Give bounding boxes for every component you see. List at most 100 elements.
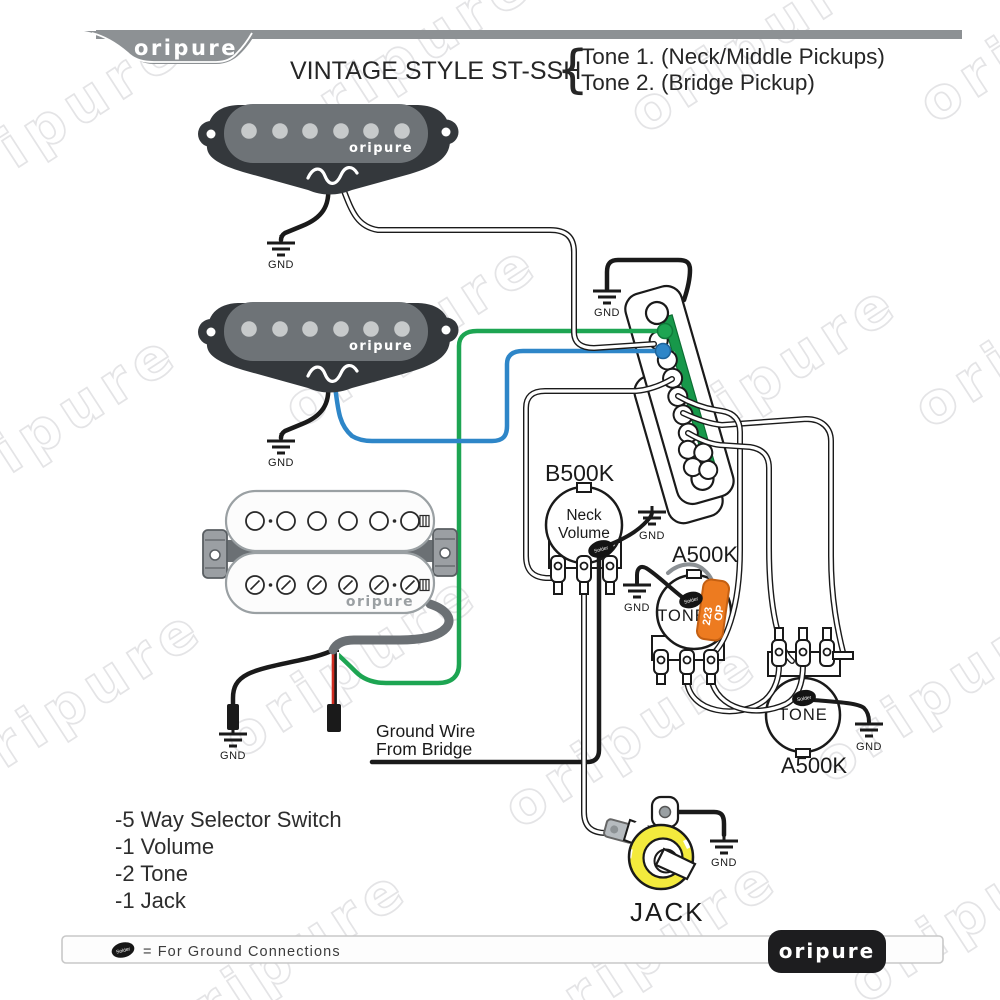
bridge-humbucker: oripure (202, 489, 458, 655)
tone2-pot-lugs (771, 627, 854, 667)
wire-jack-ground (667, 809, 727, 838)
gnd-label: GND (594, 307, 620, 319)
humbucker-end-icons (419, 514, 430, 592)
footer-brand-badge (768, 930, 886, 973)
neck-pickup-cover (224, 104, 428, 163)
humbucker-ground-tape (227, 704, 239, 730)
watermark-text: oripure (902, 228, 1000, 442)
wire-tone1-to-gnd (635, 564, 684, 599)
tone1-pot-tab (686, 569, 702, 579)
watermark-text: oripure (907, 0, 1000, 137)
gnd-symbol-humbucker: GND (219, 726, 247, 762)
gnd-label: GND (624, 602, 650, 614)
solder-dot-blue (654, 342, 672, 360)
capacitor-brand: OP (713, 604, 727, 621)
diagram-title: VINTAGE STYLE ST-SSH (290, 57, 581, 85)
gnd-symbol-volume: GND (638, 506, 666, 542)
jack-washer-slots (619, 817, 702, 896)
solder-blob-text: Solder (684, 596, 700, 606)
volume-knob-line1: Neck (566, 507, 602, 524)
wire-neck-ground (278, 183, 331, 243)
wire-switch-ground (604, 257, 693, 303)
tone1-knob-label: TONE (657, 607, 707, 625)
wire-middle-hot-blue (331, 348, 662, 444)
gnd-symbol-middle: GND (267, 433, 295, 469)
jack-washer-outline (627, 823, 695, 891)
middle-pickup-wire-exit (306, 364, 359, 383)
neck-pickup: oripure (198, 104, 459, 195)
tone1-pot-value: A500K (672, 542, 738, 567)
tone2-knob-label: TONE (778, 706, 828, 724)
humbucker-leg-right (432, 528, 458, 577)
brand-logo-header: oripure (134, 36, 238, 60)
parts-list-item: -5 Way Selector Switch (115, 807, 342, 832)
watermark-text: oripure (0, 318, 192, 532)
neck-pickup-wire-exit (306, 166, 359, 185)
footer-bar (61, 935, 944, 964)
humbucker-coil-top (224, 489, 436, 553)
humbucker-detail-dots (268, 519, 397, 587)
middle-pickup-cover (224, 302, 428, 361)
brand-banner (84, 31, 257, 64)
parts-list-item: -2 Tone (115, 861, 188, 886)
humbucker-spare-tape (327, 704, 341, 732)
solder-blob-volume: Solder (588, 540, 614, 558)
parts-list: -5 Way Selector Switch -1 Volume -2 Tone… (115, 807, 342, 913)
parts-list-item: -1 Jack (115, 888, 187, 913)
gnd-label: GND (268, 457, 294, 469)
wire-humbucker-ground (230, 647, 336, 709)
tone-capacitor: 223 OP (695, 578, 731, 642)
solder-blob-tone2: Solder (792, 689, 816, 707)
solder-blob-text: Solder (594, 545, 610, 555)
tone2-pot-tab (795, 748, 811, 758)
humbucker-brand: oripure (346, 594, 414, 610)
wire-volume-to-gnd (604, 510, 654, 548)
middle-pickup: oripure (198, 302, 459, 393)
capacitor-code: 223 (701, 606, 715, 626)
wire-bridge-ground (369, 553, 602, 765)
ground-wire-note-line1: Ground Wire (376, 721, 475, 741)
gnd-symbol-jack: GND (710, 833, 738, 869)
gnd-label: GND (639, 530, 665, 542)
neck-pickup-brand: oripure (349, 141, 413, 156)
gnd-label: GND (220, 750, 246, 762)
middle-pickup-brand: oripure (349, 339, 413, 354)
volume-knob-line2: Volume (558, 525, 610, 542)
gnd-symbol-tone1: GND (623, 579, 651, 614)
gnd-symbol-tone2: GND (855, 716, 883, 753)
neck-pickup-poles (241, 123, 410, 139)
gnd-symbol-switch: GND (593, 283, 621, 319)
footer-brand-logo: oripure (779, 939, 875, 963)
solder-blob-text: Solder (116, 946, 132, 955)
middle-pickup-poles (241, 321, 410, 337)
volume-pot-value: B500K (545, 460, 615, 486)
header: oripure VINTAGE STYLE ST-SSH { Tone 1. (… (84, 30, 962, 100)
tone-note-2: Tone 2. (Bridge Pickup) (581, 70, 815, 95)
watermark-text: oripure (492, 628, 772, 842)
watermark-text: oripure (0, 593, 217, 807)
brand-banner-inner-line (91, 32, 253, 63)
gnd-label: GND (856, 741, 882, 753)
volume-pot-tab (576, 482, 592, 493)
jack-top-lug-hole (658, 805, 672, 819)
switch-mounting-hole-top (644, 300, 670, 326)
jack-prong (654, 847, 697, 881)
wire-bridge-hot-green (331, 328, 663, 686)
ground-wire-note-line2: From Bridge (376, 739, 472, 759)
solder-dot-green (656, 322, 674, 340)
volume-pot-lugs (550, 555, 618, 595)
footer-legend: = For Ground Connections (143, 944, 341, 960)
humbucker-coil-bottom (224, 551, 436, 615)
humbucker-cable (328, 599, 454, 655)
footer-solder-icon: Solder (111, 942, 135, 958)
humbucker-poles-top (245, 511, 420, 531)
jack-label: JACK (630, 897, 704, 927)
tone2-pot-value: A500K (781, 753, 847, 778)
top-bar (96, 30, 962, 39)
gnd-symbol-neck: GND (267, 235, 295, 271)
solder-blob-tone1: Solder (679, 591, 703, 609)
parts-list-item: -1 Volume (115, 834, 214, 859)
humbucker-screw-slots (249, 579, 416, 591)
